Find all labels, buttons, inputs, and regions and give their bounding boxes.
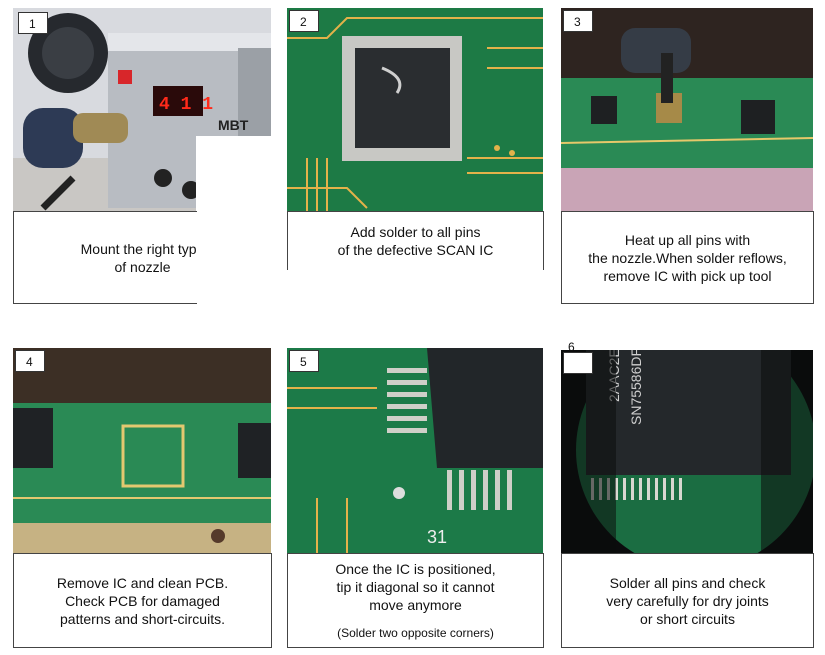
step-number: 3 <box>563 10 593 32</box>
caption-line: or short circuits <box>640 610 735 627</box>
chip-marking: SN75586DF <box>628 350 644 425</box>
caption-line: Check PCB for damaged <box>65 592 220 609</box>
display-readout: 4 1 1 <box>159 95 213 115</box>
caption-line: tip it diagonal so it cannot <box>336 578 495 595</box>
caption-line: remove IC with pick up tool <box>603 267 772 284</box>
step-5-photo: 31 <box>287 348 543 553</box>
step-4-photo <box>13 348 271 553</box>
step-number: 2 <box>289 10 319 32</box>
step-3-caption: Heat up all pins with the nozzle.When so… <box>561 211 814 304</box>
brand-label: MBT <box>218 117 249 133</box>
step-6-photo: 2AAC2E SN75586DF <box>561 350 813 553</box>
caption-line: Solder all pins and check <box>609 574 766 591</box>
step-number-box <box>563 352 593 374</box>
caption-line: Mount the right type <box>80 240 205 257</box>
caption-line: Remove IC and clean PCB. <box>56 574 229 591</box>
step-4-caption: Remove IC and clean PCB. Check PCB for d… <box>13 553 272 648</box>
caption-line: of the defective SCAN IC <box>337 242 494 258</box>
step-number: 1 <box>18 12 48 34</box>
step-number: 4 <box>15 350 45 372</box>
caption-line: of nozzle <box>114 258 171 275</box>
caption-note: (Solder two opposite corners) <box>337 625 494 640</box>
step-6-caption: Solder all pins and check very carefully… <box>561 553 814 648</box>
step-number: 5 <box>289 350 319 372</box>
caption-line: very carefully for dry joints <box>606 592 769 609</box>
caption-line: patterns and short-circuits. <box>60 610 225 627</box>
silkscreen-label: 31 <box>427 527 447 547</box>
step-2-photo <box>287 8 543 211</box>
caption-line: Once the IC is positioned, <box>335 560 496 577</box>
step-5-caption: Once the IC is positioned, tip it diagon… <box>287 553 544 648</box>
caption-line: move anymore <box>369 596 462 613</box>
caption-line: Add solder to all pins <box>350 224 481 240</box>
caption-line: Heat up all pins with <box>624 231 751 248</box>
white-mask <box>197 140 277 310</box>
step-3-photo <box>561 8 813 211</box>
step-number: 6 <box>568 340 575 354</box>
caption-line: the nozzle.When solder reflows, <box>588 249 787 266</box>
step-2-caption: Add solder to all pins of the defective … <box>287 211 544 270</box>
